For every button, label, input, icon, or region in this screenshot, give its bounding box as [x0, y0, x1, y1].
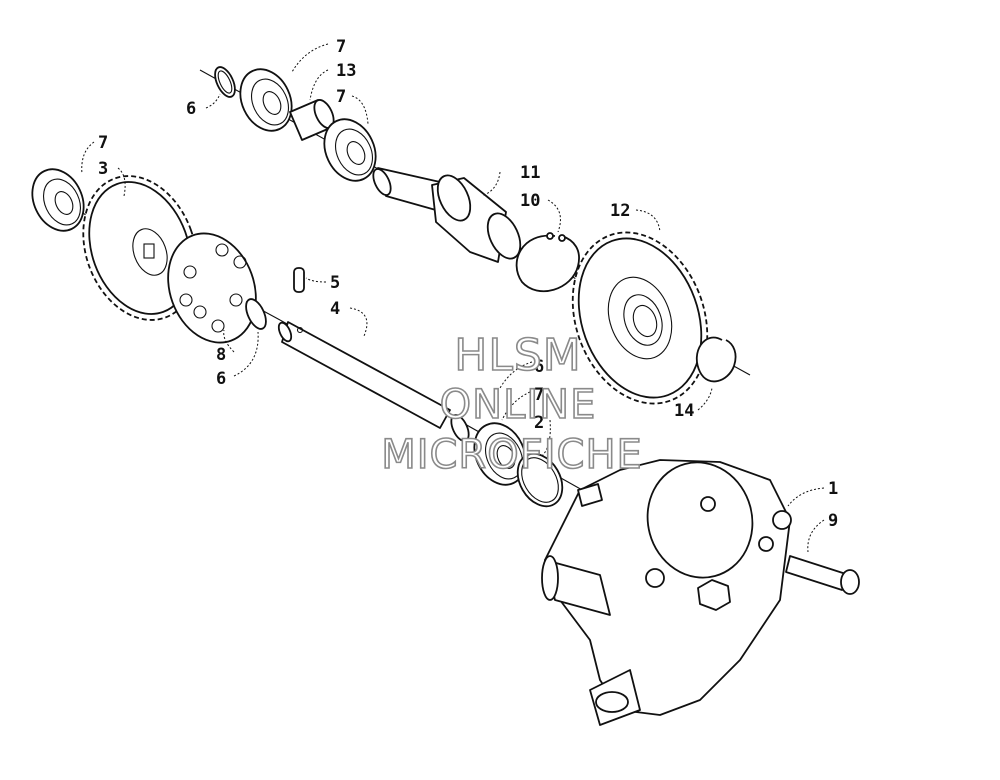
snap-ring-upper: [214, 66, 236, 98]
dowel-pin: [293, 267, 305, 293]
bearing-upper-right: [323, 118, 377, 182]
drive-plate: [167, 232, 257, 344]
callout-labels: 7 13 7 6 7 3 11 10 12 5 4 8 6 6 7 2 14 1…: [98, 37, 838, 531]
watermark-line-1: HLSM: [454, 330, 582, 381]
callout-11: 11: [520, 163, 540, 183]
watermark: HLSM ONLINE MICROFICHE: [380, 329, 643, 479]
callout-7: 7: [534, 385, 544, 405]
snap-ring-lower-left: [245, 298, 267, 330]
watermark-line-2: ONLINE: [440, 382, 597, 428]
o-ring: [516, 452, 564, 508]
callout-10: 10: [520, 191, 540, 211]
callout-6: 6: [534, 357, 544, 377]
callout-4: 4: [330, 299, 340, 319]
callout-13: 13: [336, 61, 356, 81]
water-pump-housing: [541, 459, 792, 726]
callout-12: 12: [610, 201, 630, 221]
callout-1: 1: [828, 479, 838, 499]
mounting-bolt: [785, 555, 860, 595]
upper-shaft: [372, 167, 522, 263]
callout-5: 5: [330, 273, 340, 293]
callout-8: 8: [216, 345, 226, 365]
callout-9: 9: [828, 511, 838, 531]
snap-ring-right: [695, 336, 737, 383]
watermark-line-3: MICROFICHE: [381, 432, 643, 478]
callout-14: 14: [674, 401, 694, 421]
callout-3: 3: [98, 159, 108, 179]
callout-6: 6: [186, 99, 196, 119]
bearing-left: [31, 168, 85, 232]
bearing-center: [473, 422, 527, 486]
callout-6: 6: [216, 369, 226, 389]
circlip-upper: [515, 232, 580, 292]
callout-2: 2: [534, 413, 544, 433]
callout-7: 7: [336, 87, 346, 107]
leader-lines: [81, 43, 825, 553]
callout-7: 7: [336, 37, 346, 57]
bearing-upper-left: [239, 68, 293, 132]
pump-shaft: [277, 321, 451, 429]
callout-7: 7: [98, 133, 108, 153]
snap-ring-center: [450, 414, 470, 442]
gear-large: [571, 231, 709, 405]
